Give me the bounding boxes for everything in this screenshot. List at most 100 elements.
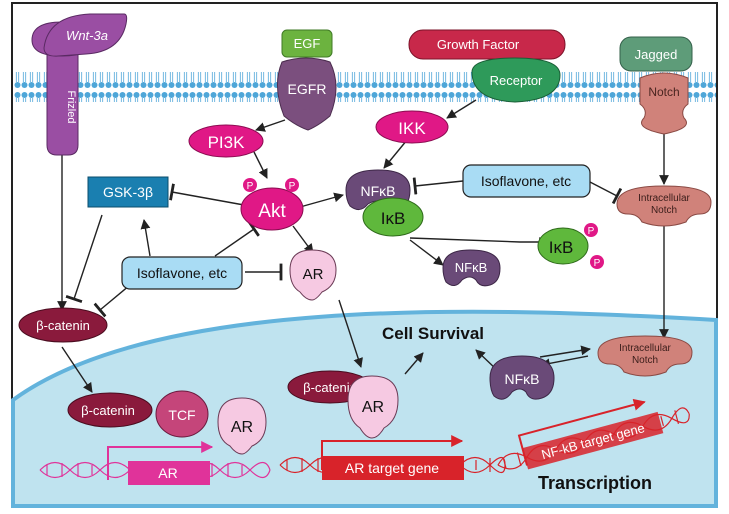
ikk-label: IKK [398, 119, 426, 138]
akt-phospho-right [285, 178, 299, 192]
ikb-phospho-bottom-label: P [594, 258, 601, 269]
phospho-ikb-group: IκB P P [537, 223, 604, 269]
inhibit-isoflavone-akt [214, 221, 260, 257]
frizzled-receptor [46, 39, 79, 156]
wnt3a-ligand [43, 13, 128, 57]
wnt-frizzled-group: Wnt-3a Frizled [31, 13, 128, 156]
intracellular-notch-cyto-label-1: Intracellular [638, 193, 690, 204]
akt-phospho-left-label: P [247, 181, 254, 192]
nfkb-nucleus-label: NFκB [505, 371, 540, 387]
intracellular-notch-cytoplasm [616, 185, 712, 227]
arrow-betacatenin-to-tcf [61, 346, 93, 393]
inhibit-isoflavone-nfkb [412, 177, 464, 195]
intracellular-notch-nuc-label-1: Intracellular [619, 343, 671, 354]
ar-nucleus-center-label: AR [362, 399, 384, 416]
ar-target-gene-box [322, 456, 464, 480]
ikb-phospho-top [584, 223, 598, 237]
akt-group: Akt P P [240, 178, 304, 231]
ar-nucleus-left [217, 397, 267, 455]
isoflavone-left-label: Isoflavone, etc [137, 265, 227, 281]
ar-cytoplasm-label: AR [303, 266, 324, 283]
akt-phospho-left [243, 178, 257, 192]
ar-target-gene-label: AR target gene [345, 460, 439, 476]
ikb-node [362, 197, 424, 237]
akt-node [240, 187, 304, 231]
jagged-label: Jagged [635, 47, 678, 62]
betacatenin-nucleus-label: β-catenin [81, 403, 135, 418]
betacatenin-center-label: β-catenin [303, 380, 357, 395]
arrow-complex-to-nfkb [409, 239, 444, 266]
growth-factor-label: Growth Factor [437, 37, 520, 52]
ar-nucleus-left-label: AR [231, 419, 253, 436]
isoflavone-right-label: Isoflavone, etc [481, 173, 571, 189]
tcf-label: TCF [168, 407, 195, 423]
arrow-isoflavone-to-gsk3b [140, 219, 151, 257]
betacatenin-nucleus [67, 392, 153, 428]
receptor-label: Receptor [490, 73, 543, 88]
isoflavone-box-right [462, 164, 591, 198]
arrow-nfkb-to-notch [539, 345, 591, 358]
arrow-receptor-to-ikk [446, 99, 477, 119]
isoflavone-box-left [121, 256, 243, 290]
free-nfkb-node [442, 249, 501, 287]
cell-survival-label: Cell Survival [382, 324, 484, 343]
egfr-receptor [277, 57, 337, 131]
gsk3b-node [87, 176, 169, 208]
ar-nucleus-center [347, 375, 399, 439]
notch-receptor [639, 72, 689, 135]
egf-ligand [281, 29, 333, 58]
plasma-membrane [14, 72, 716, 102]
free-ikb-node [537, 227, 589, 265]
receptor [471, 57, 561, 103]
notch-label: Notch [648, 85, 679, 99]
intracellular-notch-nuc-label-2: Notch [632, 355, 658, 366]
wnt3a-label: Wnt-3a [66, 28, 108, 43]
pathway-connectors [57, 99, 669, 393]
egf-label: EGF [294, 36, 321, 51]
arrow-ar-to-nuclear-ar [338, 299, 363, 368]
akt-phospho-right-label: P [289, 181, 296, 192]
free-nfkb-label: NFκB [455, 260, 488, 275]
intracellular-notch-nucleus [597, 335, 693, 377]
inhibit-isoflavone-intracellular-notch [589, 181, 623, 205]
inhibit-akt-gsk3b [169, 183, 245, 206]
free-ikb-label: IκB [549, 238, 574, 257]
ar-gene-label: AR [158, 465, 177, 481]
betacatenin-cytoplasm-label: β-catenin [36, 318, 90, 333]
arrow-ar-to-cell-survival [404, 352, 424, 375]
ar-gene-box [128, 461, 210, 485]
akt-label: Akt [258, 201, 286, 222]
betacatenin-cytoplasm [18, 307, 108, 343]
pi3k-label: PI3K [208, 133, 246, 152]
ar-gene-promoter-arrow [107, 441, 214, 480]
nfkb-ikb-complex: NFκB IκB [345, 169, 424, 237]
egfr-label: EGFR [288, 81, 327, 97]
ikb-phospho-top-label: P [588, 226, 595, 237]
nfkb-target-gene-box [522, 411, 664, 470]
frizzled-label: Frizled [65, 90, 77, 123]
arrow-akt-to-nfkb [299, 192, 344, 208]
jagged-notch-group: Jagged Notch [619, 36, 693, 135]
transcription-label: Transcription [538, 473, 652, 493]
ikk-node [375, 110, 449, 144]
inhibit-gsk3b-betacatenin [65, 214, 103, 303]
pi3k-node [188, 124, 264, 158]
inhibit-isoflavone-betacatenin [93, 284, 131, 318]
ikb-label: IκB [381, 209, 406, 228]
nfkb-nucleus [489, 355, 555, 400]
intracellular-notch-cyto-label-2: Notch [651, 205, 677, 216]
growth-factor-ligand [408, 29, 566, 60]
ar-cytoplasm [289, 249, 337, 301]
growth-factor-group: Growth Factor Receptor [408, 29, 566, 103]
arrow-akt-to-ar [292, 225, 314, 254]
ikb-phospho-bottom [590, 255, 604, 269]
nfkb-label: NFκB [361, 183, 396, 199]
tcf-node [155, 390, 209, 438]
egf-egfr-group: EGF EGFR [277, 29, 337, 131]
gsk3b-label: GSK-3β [103, 184, 153, 200]
arrow-egfr-to-pi3k [255, 119, 286, 132]
arrow-ikk-to-nfkb [383, 139, 408, 169]
arrow-pi3k-to-akt [253, 151, 268, 179]
jagged-ligand [619, 36, 693, 72]
